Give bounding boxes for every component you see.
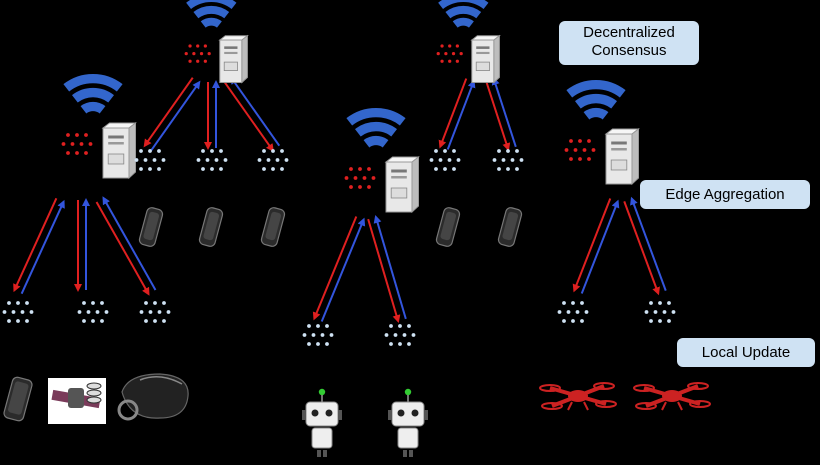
smartphone-icon	[3, 376, 33, 422]
server-icon	[384, 155, 420, 214]
robot-icon	[302, 388, 342, 457]
smartphone-icon	[435, 207, 461, 247]
vr-headset-icon	[117, 373, 189, 421]
client-model-dots	[492, 149, 524, 171]
robot-icon	[388, 388, 428, 457]
smartphone-icon	[497, 207, 523, 247]
uplink-arrow	[485, 80, 511, 152]
arrows-layer	[13, 76, 667, 324]
server-icon	[604, 127, 640, 186]
decentralized-consensus-label: Decentralized Consensus	[559, 21, 699, 65]
server-icon	[470, 34, 501, 84]
wifi-icon	[63, 74, 123, 114]
wifi-icon	[438, 0, 489, 28]
server-icon	[218, 34, 249, 84]
smartphone-icon	[138, 207, 164, 247]
downlink-arrow	[580, 199, 620, 294]
uplink-arrow	[438, 78, 468, 149]
edge-model-dots	[436, 44, 463, 63]
client-model-dots	[644, 301, 676, 323]
drone-icon	[539, 382, 617, 411]
uplink-arrow	[13, 197, 58, 293]
downlink-arrow	[446, 79, 476, 150]
wifi-icon	[186, 0, 237, 28]
uplink-arrow	[223, 81, 274, 152]
client-model-dots	[257, 149, 289, 171]
consensus-label-line2: Consensus	[591, 42, 667, 59]
smartphone-icon	[260, 207, 286, 247]
uplink-arrow	[367, 218, 401, 324]
devices-layer	[3, 207, 711, 457]
edge-model-dots	[184, 44, 211, 63]
downlink-arrow	[20, 199, 65, 295]
downlink-arrow	[102, 196, 157, 291]
nodes-layer	[2, 0, 676, 346]
downlink-arrow	[320, 217, 366, 322]
uplink-arrow	[143, 77, 194, 148]
client-model-dots	[2, 301, 34, 323]
edge-model-dots	[564, 139, 596, 161]
smartphone-icon	[198, 207, 224, 247]
uplink-arrow	[572, 198, 612, 293]
downlink-arrow	[630, 196, 667, 291]
downlink-arrow	[230, 76, 281, 147]
client-model-dots	[196, 149, 228, 171]
downlink-arrow	[491, 76, 517, 148]
client-model-dots	[302, 324, 334, 346]
smartwatch-icon	[48, 378, 106, 424]
client-model-dots	[139, 301, 171, 323]
downlink-arrow	[373, 214, 407, 320]
wifi-icon	[566, 80, 626, 120]
edge-model-dots	[344, 167, 376, 189]
client-model-dots	[384, 324, 416, 346]
drone-icon	[633, 382, 711, 411]
edge-aggregation-label: Edge Aggregation	[640, 180, 810, 209]
client-model-dots	[77, 301, 109, 323]
uplink-arrow	[312, 216, 358, 321]
server-icon	[101, 121, 137, 180]
uplink-arrow	[95, 201, 150, 296]
wifi-icon	[346, 108, 406, 148]
client-model-dots	[134, 149, 166, 171]
uplink-arrow	[623, 201, 660, 296]
client-model-dots	[429, 149, 461, 171]
consensus-label-line1: Decentralized	[583, 24, 675, 41]
edge-model-dots	[61, 133, 93, 155]
client-model-dots	[557, 301, 589, 323]
downlink-arrow	[150, 80, 201, 151]
local-update-label: Local Update	[677, 338, 815, 367]
